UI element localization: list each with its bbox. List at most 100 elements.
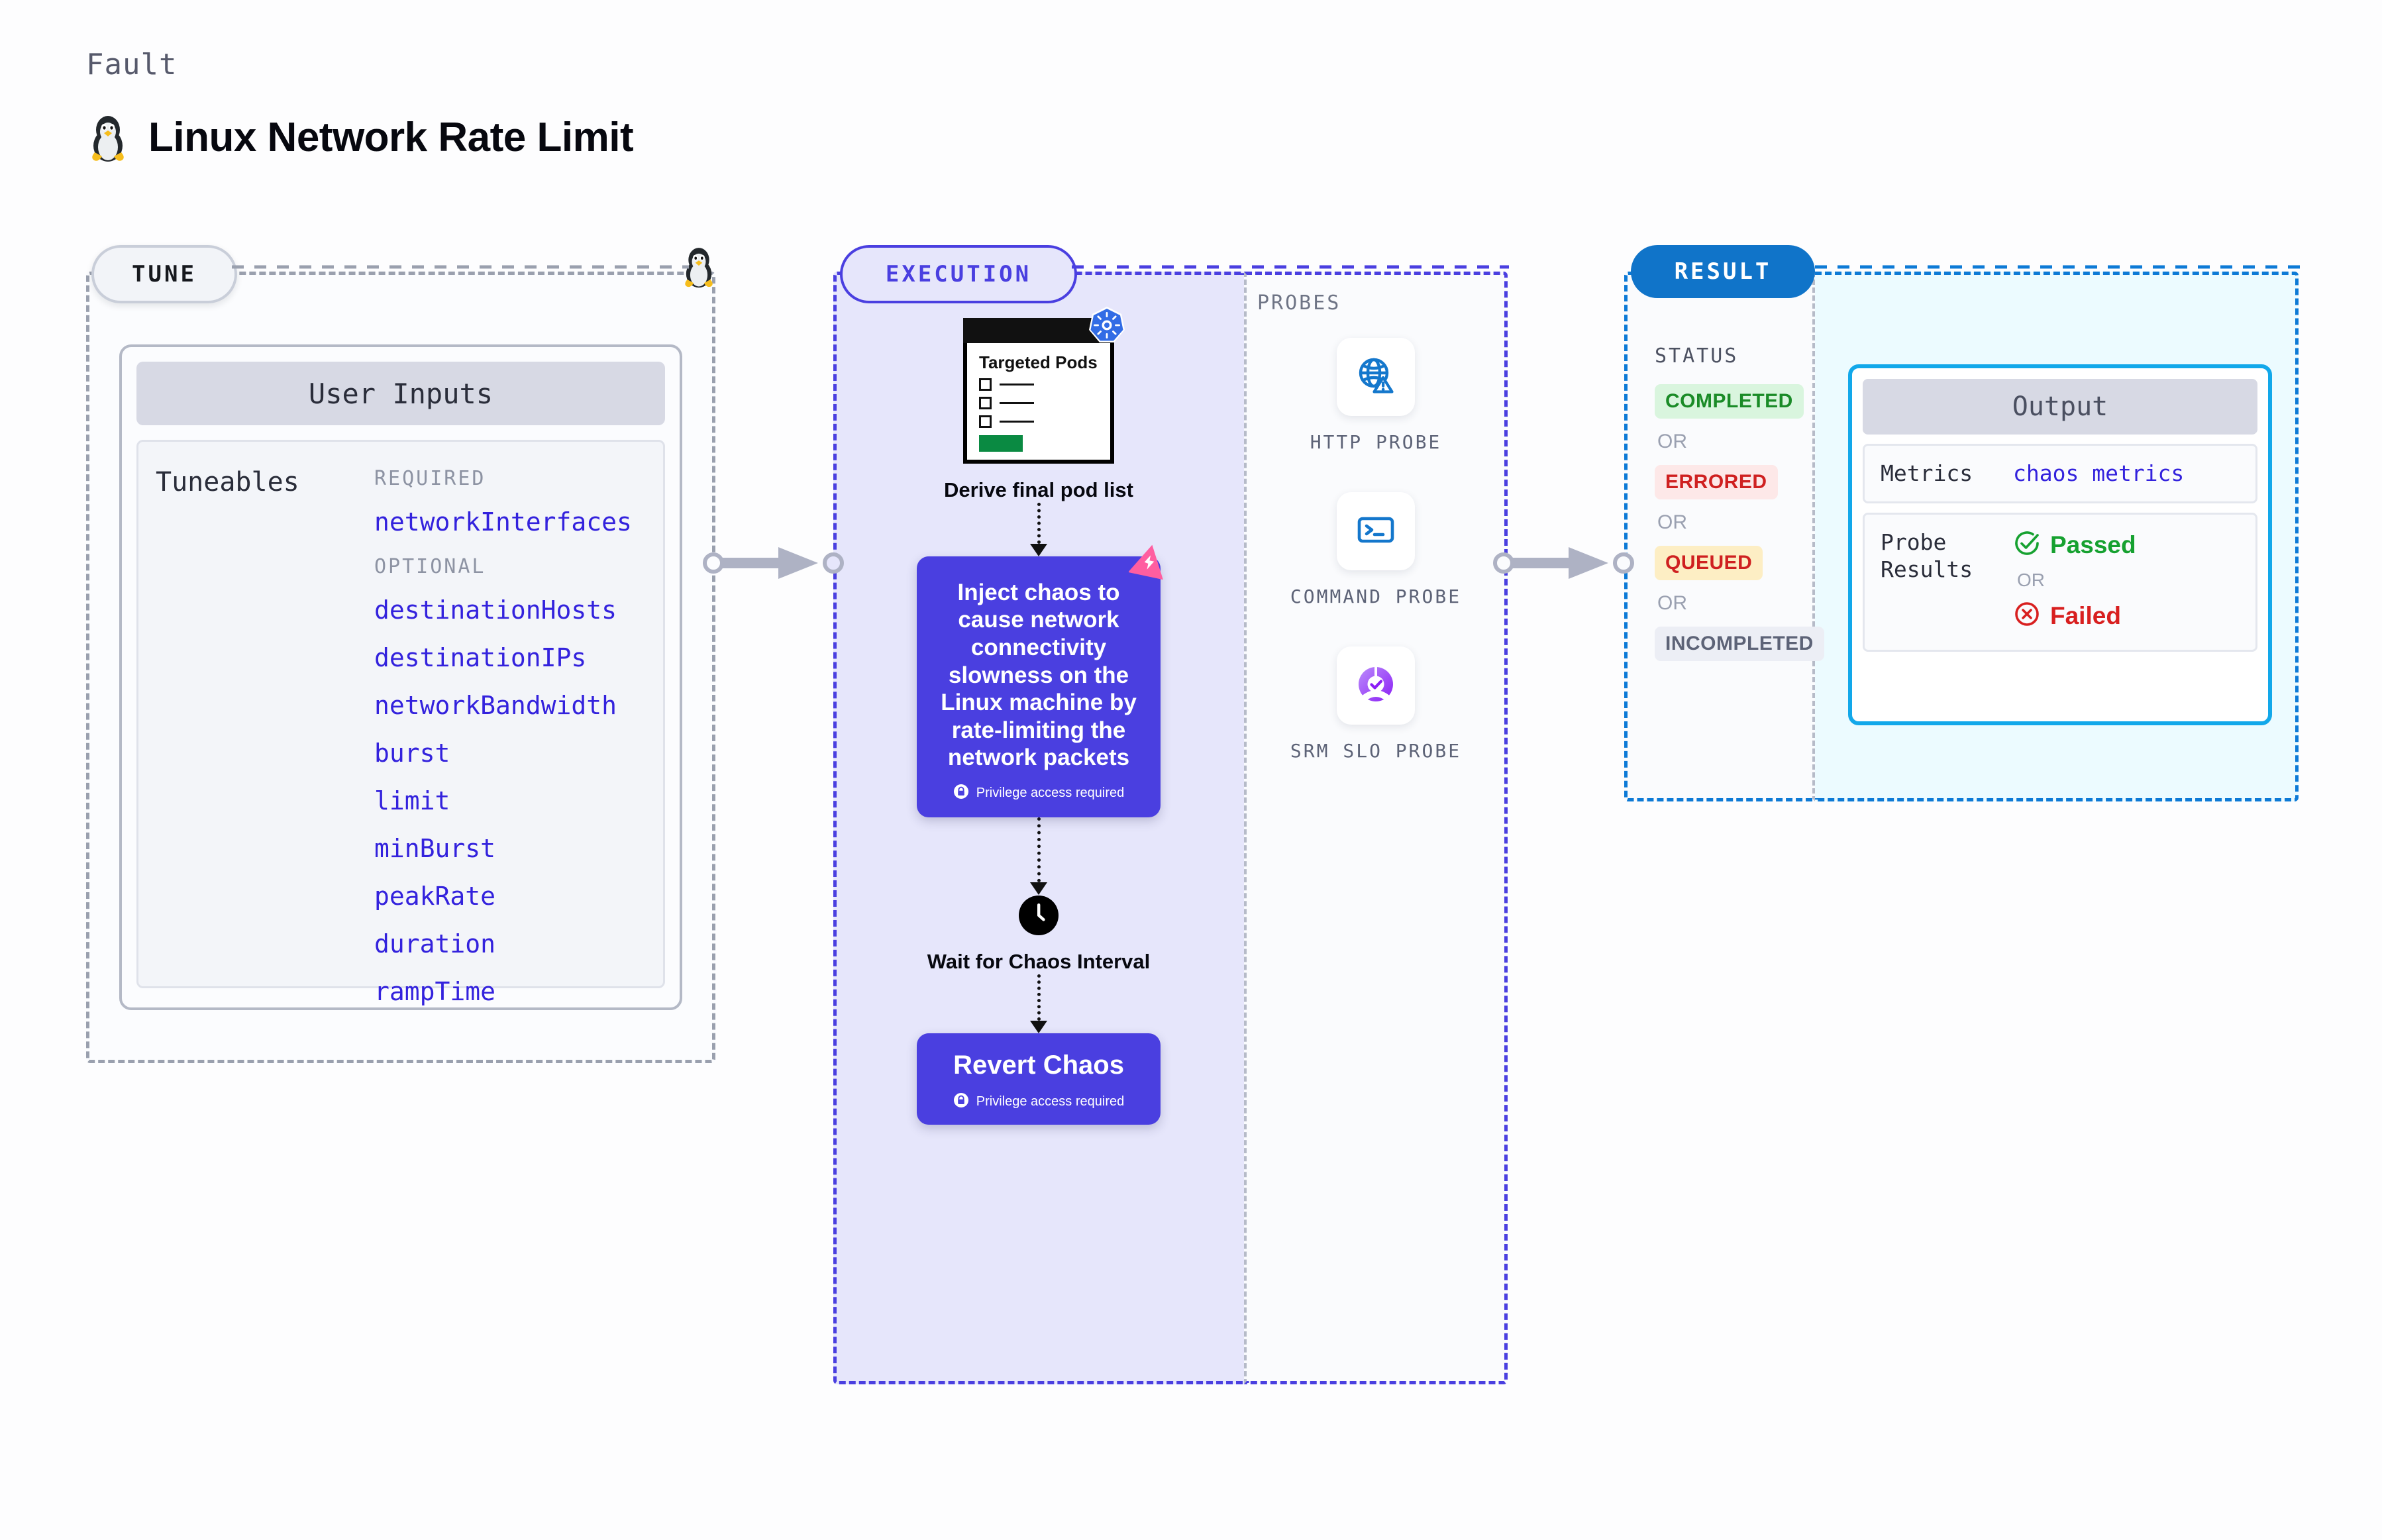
inject-chaos-text: Inject chaos to cause network connectivi… [941,579,1137,771]
tux-penguin-icon [680,244,718,292]
probe-command[interactable]: COMMAND PROBE [1290,492,1461,608]
kubernetes-helm-icon [1086,305,1127,349]
group-heading-required: REQUIRED [374,467,486,490]
flow-connector [1030,974,1047,1033]
pod-list-item [979,415,1101,428]
metrics-value[interactable]: chaos metrics [2013,460,2185,486]
status-badge-errored: ERRORED [1655,465,1778,499]
connector-execution-to-result [1493,547,1634,579]
wait-interval-step: Wait for Chaos Interval [927,895,1150,974]
tuneable-item[interactable]: minBurst [374,834,496,863]
x-circle-icon [2013,600,2041,631]
card-titlebar [963,318,1114,343]
privilege-note-text: Privilege access required [976,786,1125,801]
metrics-row: Metrics chaos metrics [1863,444,2257,504]
tuneable-item[interactable]: peakRate [374,882,496,911]
tuneable-item[interactable]: duration [374,929,496,958]
result-pill-connector [1815,265,2302,269]
result-status-panel [1624,272,1815,801]
clock-icon [1018,895,1059,939]
tune-pill-connector [232,265,689,269]
passed-label: Passed [2050,531,2136,558]
page-title-row: Linux Network Rate Limit [86,111,634,163]
probe-label: COMMAND PROBE [1290,586,1462,607]
placeholder-line [1000,383,1034,385]
probe-tile [1337,492,1415,570]
check-circle-icon [2013,529,2041,560]
or-separator: OR [1657,592,1687,614]
tuneables-label: Tuneables [156,467,299,497]
tuneable-item[interactable]: destinationIPs [374,643,587,672]
group-heading-optional: OPTIONAL [374,555,486,578]
privilege-note: Privilege access required [930,1092,1147,1111]
user-inputs-card: User Inputs Tuneables REQUIRED networkIn… [119,344,682,1010]
tuneables-list: REQUIRED networkInterfaces OPTIONAL dest… [374,467,646,1006]
tuneable-item[interactable]: limit [374,786,450,815]
tuneable-item[interactable]: networkBandwidth [374,691,617,720]
checkbox-icon [979,396,992,409]
probe-label: HTTP PROBE [1310,431,1442,453]
probe-label: SRM SLO PROBE [1290,740,1462,762]
page-title: Linux Network Rate Limit [148,114,634,160]
tune-pill-label: TUNE [91,245,237,303]
privilege-note: Privilege access required [934,784,1143,803]
progress-bar [979,435,1023,452]
probe-tile [1337,646,1415,725]
execution-flow: Targeted Pods [833,307,1244,1125]
connector-tune-to-execution [703,547,844,579]
placeholder-line [1000,420,1034,423]
probe-result-passed: Passed [2013,529,2240,560]
checkbox-icon [979,378,992,391]
flow-connector [1030,502,1047,556]
or-separator: OR [2017,570,2045,591]
metrics-key: Metrics [1881,460,1973,486]
inject-chaos-card: Inject chaos to cause network connectivi… [917,544,1163,818]
slo-donut-check-icon [1354,662,1398,709]
output-card: Output Metrics chaos metrics Probe Resul… [1848,364,2272,725]
tuneable-item[interactable]: rampTime [374,977,496,1006]
tuneable-item[interactable]: burst [374,739,450,768]
or-separator: OR [1657,431,1687,452]
status-badge-incompleted: INCOMPLETED [1655,627,1824,661]
privilege-note-text: Privilege access required [976,1094,1125,1109]
probe-result-failed: Failed [2013,600,2240,631]
probes-section-label: PROBES [1257,291,1341,315]
status-badge-completed: COMPLETED [1655,384,1804,419]
execution-pill-connector [1072,265,1509,269]
tuneable-item[interactable]: networkInterfaces [374,507,632,537]
status-list: COMPLETED OR ERRORED OR QUEUED OR INCOMP… [1655,384,1824,661]
result-pill-label: RESULT [1631,245,1815,298]
terminal-icon [1354,508,1398,555]
checkbox-icon [979,415,992,428]
lock-icon [953,784,969,803]
pod-list-item [979,378,1101,391]
wait-interval-caption: Wait for Chaos Interval [927,950,1151,974]
placeholder-line [1000,401,1034,404]
derive-pod-list-caption: Derive final pod list [944,478,1133,501]
revert-chaos-card: Revert Chaos Privilege access required [917,1033,1161,1125]
status-section-label: STATUS [1655,344,1739,368]
tux-penguin-icon [86,111,130,163]
targeted-pods-card: Targeted Pods [963,307,1125,464]
status-badge-queued: QUEUED [1655,546,1763,580]
or-separator: OR [1657,511,1687,533]
probe-http[interactable]: HTTP PROBE [1310,338,1442,454]
tuneable-item[interactable]: destinationHosts [374,595,617,625]
revert-chaos-label: Revert Chaos [953,1050,1124,1080]
page-kicker: Fault [86,48,178,81]
probes-panel [1244,272,1508,1384]
probe-results-key: Probe Results [1881,529,1973,582]
probe-srm-slo[interactable]: SRM SLO PROBE [1290,646,1461,762]
probe-tile [1336,338,1415,416]
tuneables-section: Tuneables REQUIRED networkInterfaces OPT… [136,440,665,1006]
flow-connector [1030,817,1047,896]
probes-list: HTTP PROBE COMMAND PROBE [1244,338,1508,762]
targeted-pods-title: Targeted Pods [979,352,1098,372]
lock-icon [953,1092,969,1111]
litmus-chaos-icon [1128,543,1168,584]
globe-warning-icon [1354,354,1398,401]
pod-list-item [979,396,1101,409]
probe-results-row: Probe Results Passed OR [1863,513,2257,652]
execution-pill-label: EXECUTION [840,245,1077,303]
user-inputs-header: User Inputs [136,362,665,425]
